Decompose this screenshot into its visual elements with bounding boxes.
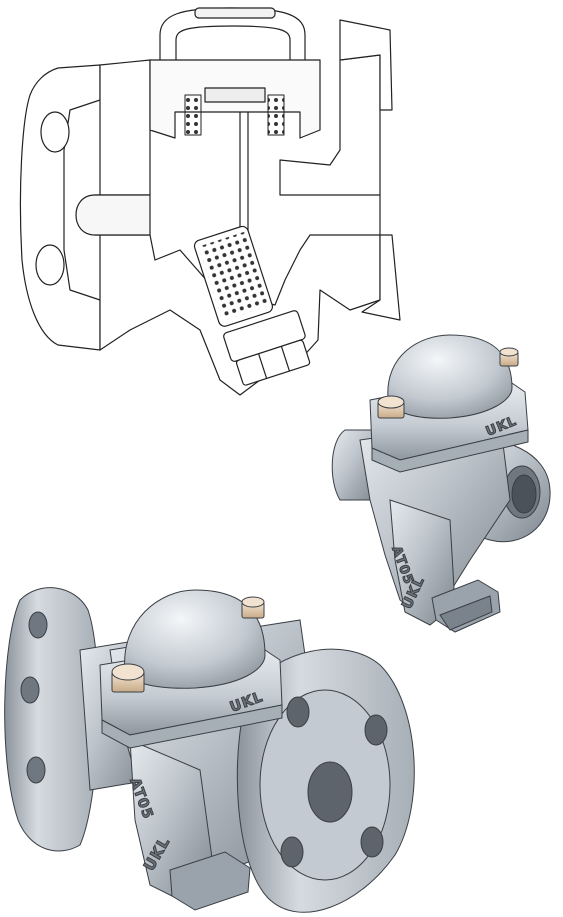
inlet-bore (75, 194, 151, 236)
flanged-strainer-nut (169, 851, 251, 911)
flange-bolt-hole (280, 836, 304, 868)
flange-bolt-hole (364, 714, 388, 746)
flange-bolt-hole-bottom (35, 244, 65, 286)
flange-bolt-hole (360, 826, 384, 858)
right-flange-section (339, 19, 393, 111)
flanged-bolt-right (241, 596, 265, 619)
strainer-screen (193, 225, 274, 327)
flanged-bolt-left (111, 663, 145, 693)
threaded-model: UKL AT05 UKL (331, 334, 551, 633)
flange-bolt-hole-top (40, 111, 70, 153)
threaded-strainer-leg (389, 499, 456, 626)
flange-bolt-hole (286, 696, 310, 728)
threaded-dome (387, 334, 513, 419)
body-section (94, 54, 381, 396)
thermostatic-disc (204, 87, 266, 103)
flanged-model: UKL AT05 UKL (4, 587, 415, 913)
flange-bore (307, 761, 353, 823)
cutaway-cap-top (194, 7, 276, 19)
flanged-dome (124, 589, 266, 689)
threaded-bolt-right (499, 347, 519, 367)
threaded-bolt-left (377, 395, 405, 419)
disc-seat-hatching (184, 94, 285, 136)
strainer-cap-nut (223, 310, 311, 386)
cutaway-drawing (19, 7, 401, 396)
right-flange-lower (361, 234, 401, 321)
flanged-left-flange (4, 587, 99, 852)
